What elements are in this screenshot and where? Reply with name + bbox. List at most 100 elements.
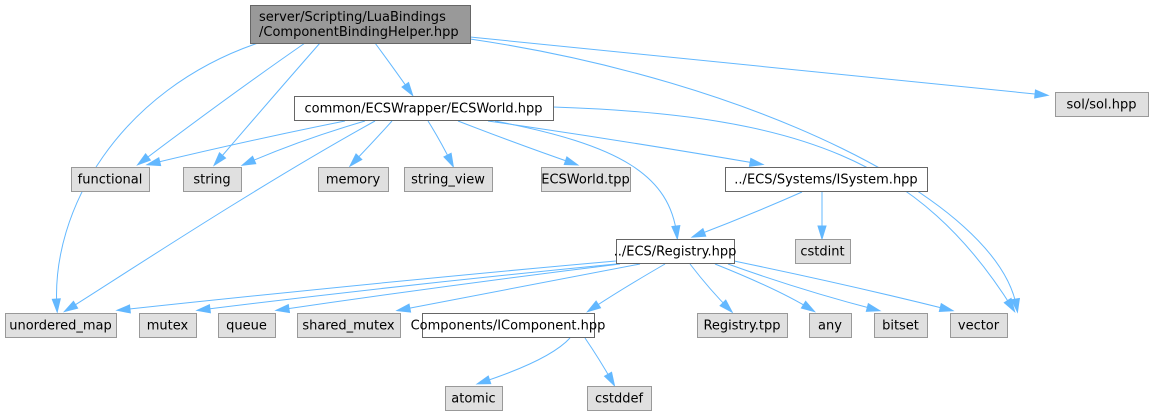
arrowhead-icon xyxy=(938,302,955,312)
edge-line xyxy=(278,263,621,311)
arrowhead-icon xyxy=(51,298,61,314)
node-box xyxy=(218,313,276,338)
edge-registry-to-unordered_map xyxy=(115,260,617,314)
node-label: Registry.tpp xyxy=(703,319,780,334)
arrowhead-icon xyxy=(671,225,681,241)
node-label: string xyxy=(193,173,230,188)
node-label: sol/sol.hpp xyxy=(1067,98,1137,113)
edge-ecsworld-to-string xyxy=(240,120,366,166)
node-box xyxy=(616,239,735,264)
edge-registry-to-icomponent xyxy=(586,263,666,313)
arrowhead-icon xyxy=(443,152,455,169)
node-isystem[interactable]: ../ECS/Systems/ISystem.hpp xyxy=(725,167,928,192)
arrowhead-icon xyxy=(212,151,227,167)
node-cstddef: cstddef xyxy=(587,386,652,411)
edge-line xyxy=(149,120,346,165)
node-memory: memory xyxy=(318,167,389,192)
edge-ecsworld-to-memory xyxy=(348,120,393,168)
node-label: cstdint xyxy=(800,245,844,260)
edge-root-to-functional xyxy=(136,42,306,166)
arrowhead-icon xyxy=(401,81,414,97)
node-label: any xyxy=(818,319,842,334)
edge-line xyxy=(733,260,951,311)
node-box xyxy=(950,313,1008,338)
node-label: memory xyxy=(326,173,381,188)
node-box xyxy=(139,313,197,338)
node-label: bitset xyxy=(882,319,919,334)
edge-ecsworld-to-unordered_map xyxy=(62,120,376,313)
node-mutex: mutex xyxy=(139,313,197,338)
edge-line xyxy=(727,263,878,311)
edge-line xyxy=(487,120,761,165)
node-box xyxy=(404,167,493,192)
edge-isystem-to-registry xyxy=(690,191,803,238)
edge-line xyxy=(399,263,641,311)
node-box xyxy=(5,313,117,338)
arrowhead-icon xyxy=(865,302,882,312)
arrowhead-icon xyxy=(1003,297,1016,313)
edge-line xyxy=(66,120,376,311)
node-label: ../ECS/Registry.hpp xyxy=(614,245,737,260)
arrowhead-icon xyxy=(690,227,707,238)
edge-icomponent-to-atomic xyxy=(475,337,571,385)
node-label: ECSWorld.tpp xyxy=(541,173,630,188)
edge-root-to-solhpp xyxy=(469,36,1050,99)
node-label: string_view xyxy=(411,173,485,188)
arrowhead-icon xyxy=(748,157,765,167)
node-label: atomic xyxy=(451,392,495,407)
arrowhead-icon xyxy=(395,303,412,313)
node-ecsworld[interactable]: common/ECSWrapper/ECSWorld.hpp xyxy=(294,96,554,121)
node-label: shared_mutex xyxy=(302,319,395,334)
edge-line xyxy=(215,42,321,164)
edge-ecsworld-to-string_view xyxy=(427,120,455,169)
edge-line xyxy=(589,263,666,311)
edge-line xyxy=(244,120,366,165)
nodes-layer: server/Scripting/LuaBindings/ComponentBi… xyxy=(5,5,1149,411)
edge-registry-to-shared_mutex xyxy=(395,263,641,313)
edge-root-to-vector xyxy=(469,38,1021,314)
edge-registry-to-vector xyxy=(733,260,955,312)
edge-ecsworld-to-functional xyxy=(145,120,346,167)
node-registry[interactable]: ../ECS/Registry.hpp xyxy=(614,239,737,264)
edge-line xyxy=(199,263,617,311)
edge-line xyxy=(552,106,1014,310)
node-label: ../ECS/Systems/ISystem.hpp xyxy=(734,173,917,188)
node-label: cstddef xyxy=(595,392,644,407)
node-box xyxy=(250,5,471,44)
arrowhead-icon xyxy=(240,155,257,166)
edge-line xyxy=(469,38,1018,310)
node-string: string xyxy=(183,167,242,192)
edge-registry-to-mutex xyxy=(195,263,617,314)
node-ecsworldtpp: ECSWorld.tpp xyxy=(541,167,631,192)
arrowhead-icon xyxy=(136,152,152,166)
node-box xyxy=(587,386,652,411)
node-unordered_map: unordered_map xyxy=(5,313,117,338)
arrowhead-icon xyxy=(603,371,616,388)
node-box xyxy=(71,167,150,192)
node-box xyxy=(183,167,242,192)
edge-line xyxy=(139,42,306,164)
node-label: /ComponentBindingHelper.hpp xyxy=(259,25,459,40)
node-solhpp: sol/sol.hpp xyxy=(1055,92,1149,117)
node-box xyxy=(445,386,503,411)
node-icomponent[interactable]: Components/IComponent.hpp xyxy=(411,313,606,338)
edges-layer xyxy=(51,36,1050,388)
node-label: server/Scripting/LuaBindings xyxy=(259,10,446,25)
edge-root-to-ecsworld xyxy=(374,42,414,97)
arrowhead-icon xyxy=(563,156,580,166)
edge-root-to-string xyxy=(212,42,321,167)
node-label: mutex xyxy=(147,319,189,334)
edge-line xyxy=(694,191,803,237)
edge-line xyxy=(56,42,259,310)
arrowhead-icon xyxy=(195,304,211,314)
edge-line xyxy=(494,120,678,237)
node-box xyxy=(795,239,851,264)
node-registrytpp: Registry.tpp xyxy=(697,313,788,338)
node-cstdint: cstdint xyxy=(795,239,851,264)
node-functional: functional xyxy=(71,167,150,192)
arrowhead-icon xyxy=(475,375,492,385)
edge-registry-to-queue xyxy=(274,263,621,314)
edge-isystem-to-cstdint xyxy=(817,191,827,241)
edge-ecsworld-to-isystem xyxy=(487,120,765,167)
